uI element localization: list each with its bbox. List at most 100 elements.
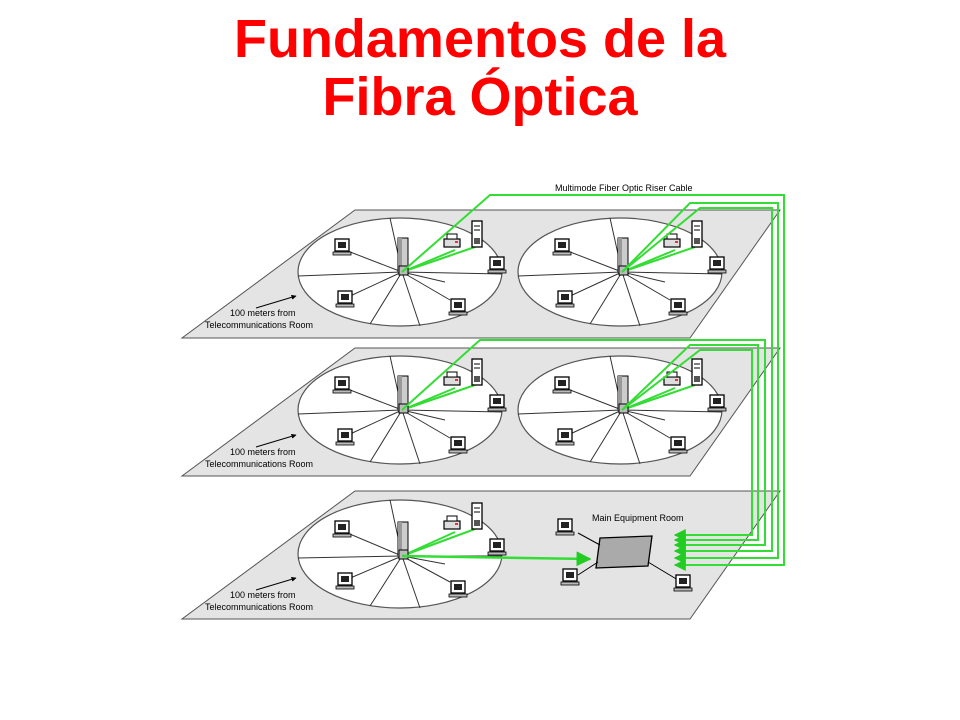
- title-line-2: Fibra Óptica: [322, 67, 638, 127]
- fiber-riser-5: [621, 344, 759, 546]
- copper-cable: [647, 561, 679, 581]
- copper-cable: [567, 271, 623, 298]
- workstation-icon: [335, 572, 355, 590]
- title-line-1: Fundamentos de la: [233, 9, 727, 69]
- copper-cable: [401, 271, 446, 283]
- workstation-icon: [332, 238, 352, 256]
- distance-arrow: [255, 576, 297, 591]
- fiber-cable: [621, 246, 696, 273]
- telecom-rack-icon: [397, 237, 409, 276]
- copper-cable: [401, 271, 451, 301]
- printer-icon: [663, 233, 681, 248]
- workstation-icon: [555, 518, 575, 536]
- workstation-icon: [668, 436, 688, 454]
- copper-cable: [564, 249, 623, 273]
- workstation-icon: [555, 428, 575, 446]
- fiber-cable: [401, 528, 476, 557]
- copper-cable: [621, 271, 641, 327]
- copper-cable: [297, 409, 403, 415]
- fiber-riser-4: [401, 339, 766, 551]
- copper-cable: [567, 409, 623, 436]
- copper-cable: [564, 387, 623, 411]
- copper-cable: [401, 555, 451, 583]
- printer-icon: [443, 233, 461, 248]
- fiber-riser-layer: [401, 194, 785, 571]
- fiber-riser-3: [621, 207, 773, 557]
- floor-note-line2: Telecommunications Room: [205, 459, 313, 469]
- fiber-riser-1: [401, 194, 785, 571]
- floor-note-line2: Telecommunications Room: [205, 602, 313, 612]
- copper-cable: [517, 409, 623, 415]
- copper-cable: [589, 271, 623, 325]
- copper-cable: [621, 409, 723, 413]
- copper-cable: [517, 271, 623, 277]
- floor-cluster: [297, 499, 507, 609]
- workstation-icon: [448, 580, 468, 598]
- server-tower-icon: [691, 358, 703, 386]
- copper-cable: [621, 409, 666, 421]
- copper-cable: [401, 409, 421, 465]
- copper-cable: [369, 409, 403, 463]
- workstation-icon: [448, 298, 468, 316]
- floor-note-line1: 100 meters from: [230, 447, 296, 457]
- copper-cable: [589, 409, 623, 463]
- copper-cable: [621, 409, 671, 439]
- copper-cable: [347, 271, 403, 298]
- floors-layer: [180, 209, 781, 620]
- workstation-icon: [332, 520, 352, 538]
- workstation-icon: [487, 394, 507, 412]
- copper-cable: [621, 271, 666, 283]
- copper-cable: [577, 532, 601, 546]
- workstation-icon: [555, 290, 575, 308]
- workstation-icon: [335, 428, 355, 446]
- workstation-icon: [332, 376, 352, 394]
- printer-icon: [443, 371, 461, 386]
- copper-cable: [344, 249, 403, 273]
- fiber-riser-2: [621, 202, 779, 564]
- copper-cable: [401, 555, 421, 609]
- floor-cluster: [297, 355, 507, 465]
- copper-cable: [621, 271, 723, 275]
- ground-floor: [180, 490, 781, 620]
- copper-cable: [577, 561, 599, 576]
- equipment-box-icon: [595, 535, 653, 569]
- copper-cable: [401, 409, 503, 413]
- fiber-riser-6: [621, 349, 753, 541]
- floor-note-top: 100 meters from Telecommunications Room: [205, 308, 313, 330]
- copper-cable: [401, 409, 451, 439]
- floor-cluster: [297, 217, 507, 327]
- fiber-backbone-ground: [401, 551, 592, 567]
- copper-cable: [344, 531, 403, 557]
- copper-cable: [347, 555, 403, 580]
- fiber-cable: [401, 246, 476, 273]
- workstation-icon: [487, 256, 507, 274]
- workstation-icon: [707, 394, 727, 412]
- distance-arrow: [255, 294, 297, 309]
- copper-cable: [369, 271, 403, 325]
- workstation-icon: [560, 568, 580, 586]
- middle-floor: [180, 347, 781, 477]
- workstation-icon: [448, 436, 468, 454]
- server-tower-icon: [471, 358, 483, 386]
- workstation-icon: [552, 376, 572, 394]
- floor-note-line1: 100 meters from: [230, 590, 296, 600]
- riser-cable-label: Multimode Fiber Optic Riser Cable: [555, 183, 693, 193]
- main-equipment-room-label: Main Equipment Room: [592, 513, 684, 523]
- workstation-icon: [552, 238, 572, 256]
- telecom-rack-icon: [397, 521, 409, 560]
- floor-cluster: [517, 355, 727, 465]
- fiber-cable: [401, 384, 476, 411]
- telecom-rack-icon: [397, 375, 409, 414]
- server-tower-icon: [471, 220, 483, 248]
- floor-note-line1: 100 meters from: [230, 308, 296, 318]
- server-tower-icon: [471, 502, 483, 530]
- server-tower-icon: [691, 220, 703, 248]
- printer-icon: [443, 515, 461, 530]
- copper-cable: [401, 271, 503, 275]
- copper-cable: [297, 271, 403, 277]
- workstation-icon: [487, 538, 507, 556]
- main-equipment-room: [555, 518, 693, 592]
- workstation-icon: [673, 574, 693, 592]
- copper-cable: [344, 387, 403, 411]
